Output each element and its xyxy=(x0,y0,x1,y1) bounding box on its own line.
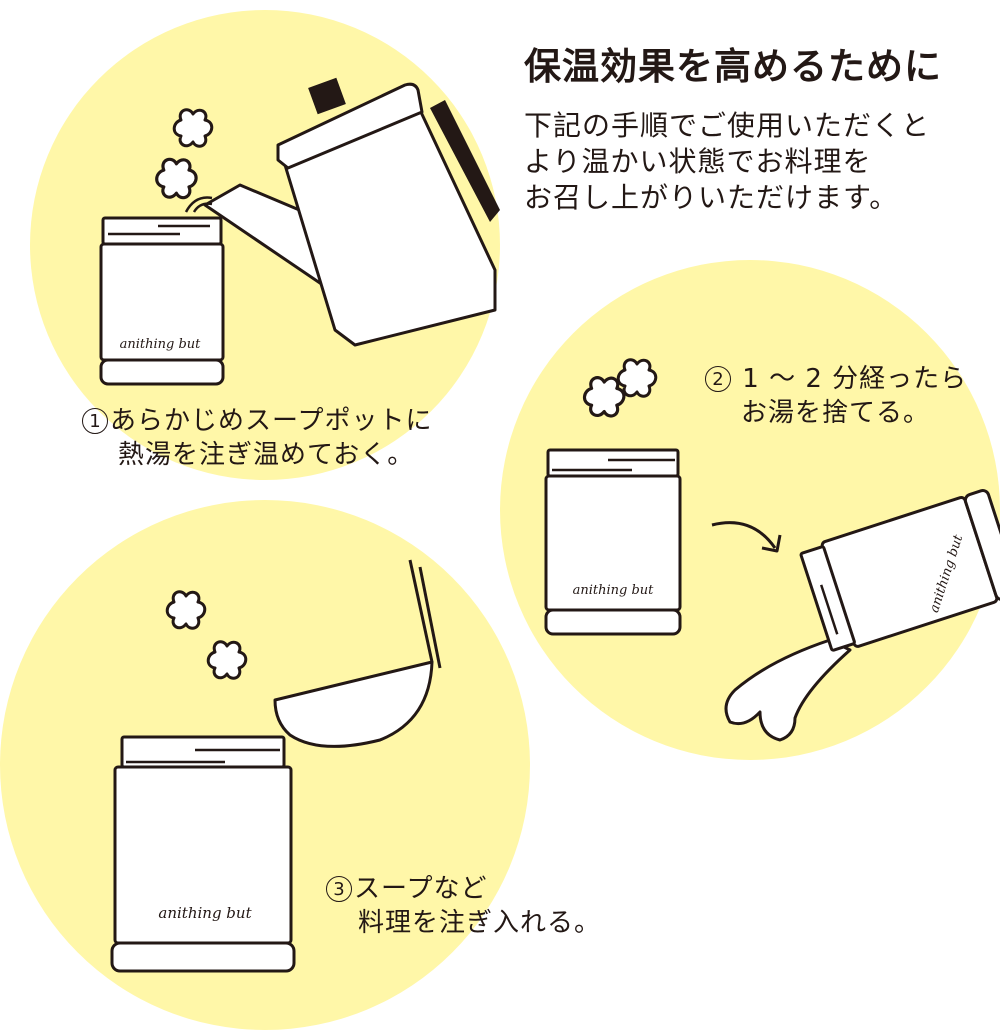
step-1-illustration: anithing but xyxy=(99,77,500,386)
step-text: 熱湯を注ぎ温めておく。 xyxy=(118,440,415,470)
steam-puff-icon xyxy=(582,376,626,418)
soup-pot-icon: anithing but xyxy=(99,216,225,386)
steam-puff-icon xyxy=(155,157,198,200)
page-title: 保温効果を高めるために xyxy=(524,45,942,88)
intro-line: より温かい状態でお料理を xyxy=(524,145,872,178)
step-2-caption: 2 1 ～ 2 分経ったら お湯を捨てる。 xyxy=(705,362,967,430)
ladle-icon xyxy=(273,559,442,748)
brand-label: anithing but xyxy=(120,337,202,352)
curved-arrow-icon xyxy=(711,521,782,553)
step-text: 料理を注ぎ入れる。 xyxy=(358,908,602,938)
step-number-badge: 2 xyxy=(705,366,731,392)
brand-label: anithing but xyxy=(573,583,655,598)
steam-puff-icon xyxy=(616,358,658,398)
kettle-icon xyxy=(184,77,500,347)
intro-line: お召し上がりいただけます。 xyxy=(524,181,899,214)
tipped-soup-pot-icon: anithing but xyxy=(724,489,1000,742)
step-2-illustration: anithing but anithing but xyxy=(544,358,1000,742)
steam-puff-icon xyxy=(206,640,248,680)
step-number-badge: 1 xyxy=(82,408,108,434)
intro-line: 下記の手順でご使用いただくと xyxy=(524,109,931,142)
step-text: お湯を捨てる。 xyxy=(741,398,931,428)
soup-pot-icon: anithing but xyxy=(110,735,296,973)
step-number-badge: 3 xyxy=(326,876,352,902)
step-text: あらかじめスープポットに xyxy=(110,406,433,436)
step-3-illustration: anithing but xyxy=(110,559,442,973)
soup-pot-icon: anithing but xyxy=(544,448,682,636)
brand-label: anithing but xyxy=(158,904,252,922)
step-text: 1 ～ 2 分経ったら xyxy=(742,364,968,394)
steam-puff-icon xyxy=(165,590,207,630)
steam-puff-icon xyxy=(172,108,214,148)
intro-text: 下記の手順でご使用いただくと より温かい状態でお料理を お召し上がりいただけます… xyxy=(524,108,930,216)
illustrations: anithing but anithing but xyxy=(99,77,1000,973)
step-text: スープなど xyxy=(354,874,488,904)
